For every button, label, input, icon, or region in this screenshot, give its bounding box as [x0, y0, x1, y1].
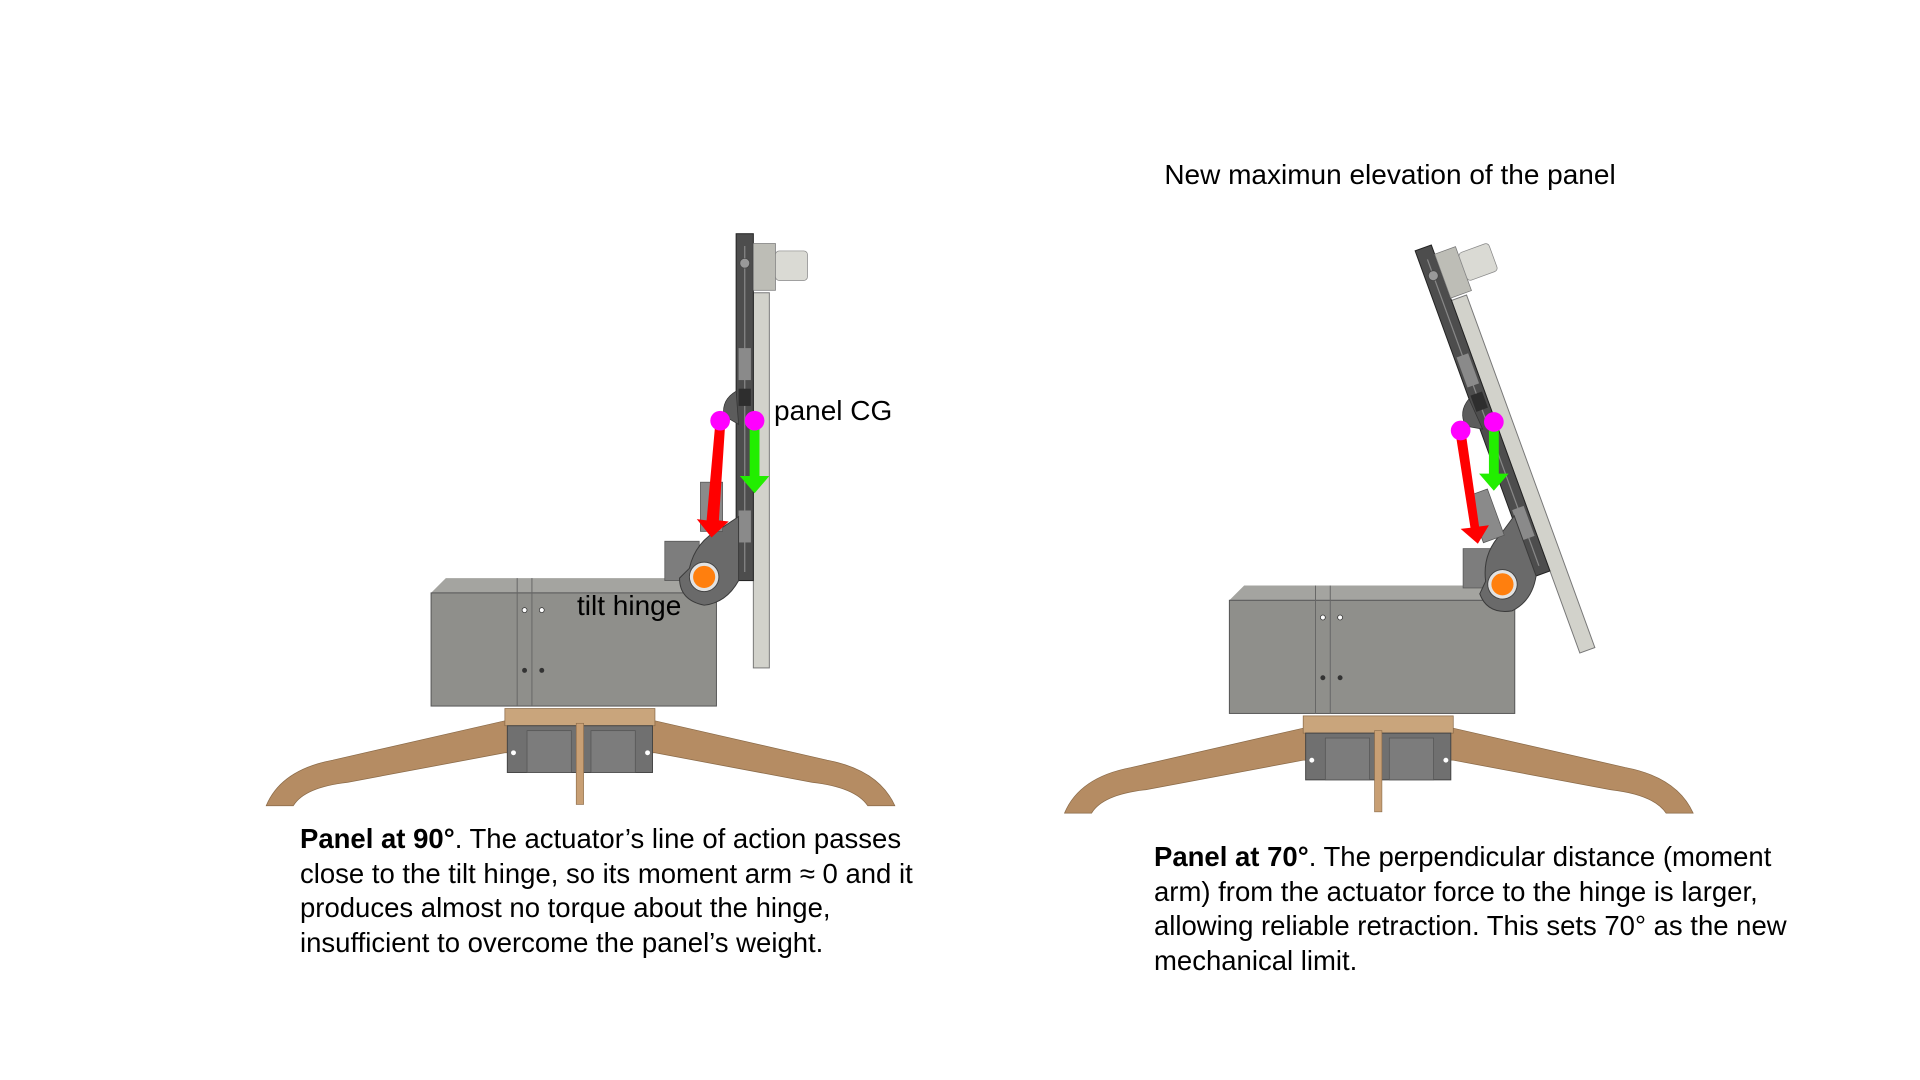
right-tilt-hinge-point [1491, 573, 1514, 596]
left-panel-cg-point [744, 410, 765, 431]
tilt-hinge-label: tilt hinge [577, 590, 682, 621]
right-panel-cg-point [1484, 412, 1504, 432]
left-actuator-attachment-point [710, 410, 730, 431]
left-panel-frame [678, 233, 809, 669]
left-assembly-90deg [265, 233, 896, 807]
left-tilt-hinge-point [693, 565, 716, 588]
left-caption-bold: Panel at 90° [300, 823, 455, 854]
right-actuator-force-arrow [1455, 431, 1489, 544]
right-caption-bold: Panel at 70° [1154, 841, 1309, 872]
right-caption: Panel at 70°. The perpendicular distance… [1154, 840, 1794, 978]
right-assembly-70deg [1063, 225, 1694, 814]
left-actuator-force-arrow [696, 424, 729, 538]
right-panel-weight-arrow [1479, 425, 1509, 491]
right-base-housing [1063, 547, 1694, 814]
right-actuator-attachment-point [1450, 420, 1471, 441]
right-caption-text: . The perpendicular distance (moment arm… [1154, 841, 1787, 976]
panel-cg-label: panel CG [774, 395, 893, 426]
left-caption: Panel at 90°. The actuator’s line of act… [300, 822, 920, 960]
left-base-housing [265, 540, 896, 807]
left-panel-weight-arrow [739, 424, 770, 494]
right-figure-title: New maximun elevation of the panel [1164, 159, 1616, 190]
left-caption-text: . The actuator’s line of action passes c… [300, 823, 913, 958]
